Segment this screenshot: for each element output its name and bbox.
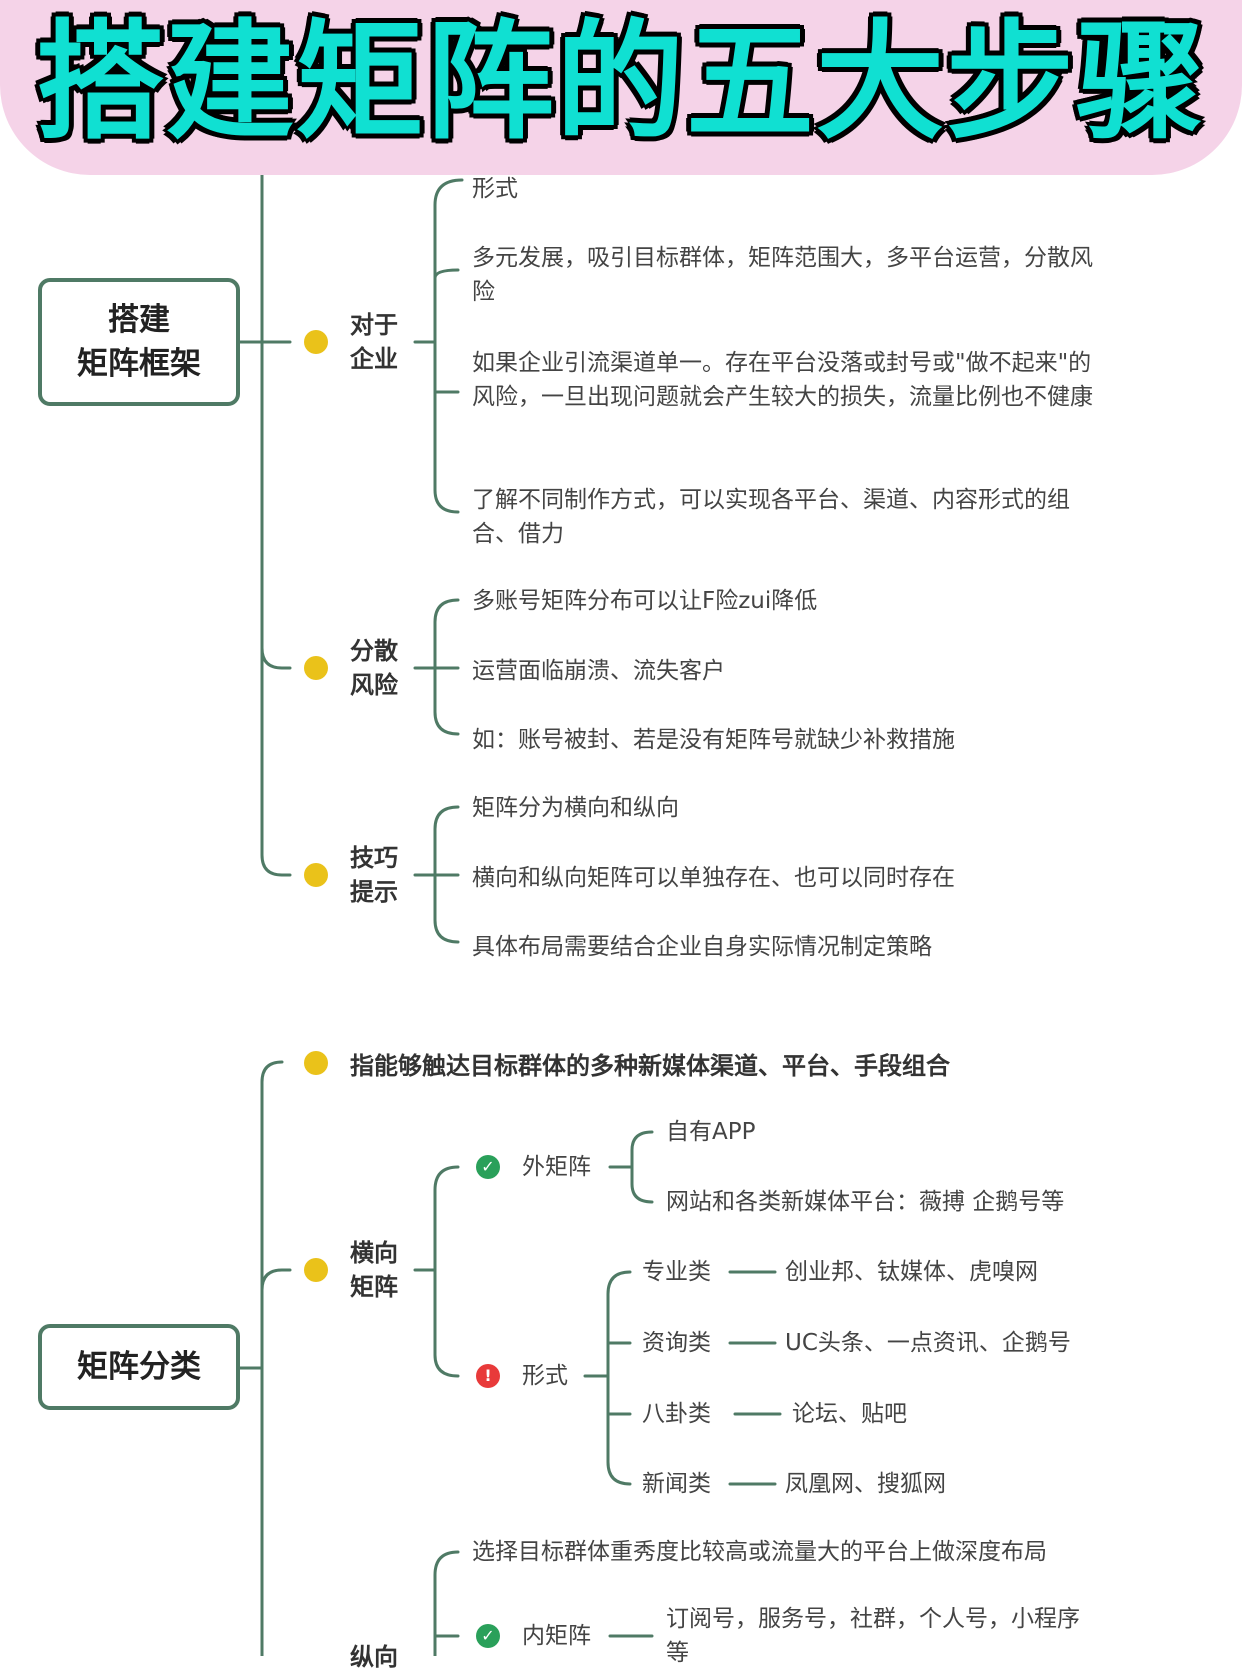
bullet-dot xyxy=(304,330,328,354)
form-type-3: 八卦类 xyxy=(642,1401,711,1427)
risk-item-3: 如：账号被封、若是没有矩阵号就缺少补救措施 xyxy=(472,727,955,753)
risk-item-1: 多账号矩阵分布可以让F险zui降低 xyxy=(472,588,818,614)
form-type-2: 资询类 xyxy=(642,1330,711,1356)
form-type-1: 专业类 xyxy=(642,1259,711,1285)
enterprise-item-1: 多元发展，吸引目标群体，矩阵范围大，多平台运营，分散风险 xyxy=(472,245,1093,305)
forms-label: 形式 xyxy=(522,1363,568,1389)
enterprise-item-3: 了解不同制作方式，可以实现各平台、渠道、内容形式的组合、借力 xyxy=(472,487,1070,547)
title-banner: 搭建矩阵的五大步骤 xyxy=(0,0,1242,175)
outer-matrix-label: 外矩阵 xyxy=(522,1154,591,1180)
exclamation-circle-icon: ! xyxy=(476,1364,500,1388)
branch-tips: 技巧 提示 xyxy=(350,844,398,906)
definition-text: 指能够触达目标群体的多种新媒体渠道、平台、手段组合 xyxy=(350,1052,950,1080)
branch-diversify-risk: 分散 风险 xyxy=(350,637,398,699)
outer-item-2: 网站和各类新媒体平台：薇搏 企鹅号等 xyxy=(666,1189,1065,1215)
root-node-build-framework: 搭建 矩阵框架 xyxy=(38,278,240,406)
check-circle-icon: ✓ xyxy=(476,1155,500,1179)
check-circle-icon: ✓ xyxy=(476,1624,500,1648)
banner-title: 搭建矩阵的五大步骤 xyxy=(35,8,1206,157)
tips-item-1: 矩阵分为横向和纵向 xyxy=(472,795,679,821)
risk-item-2: 运营面临崩溃、流失客户 xyxy=(472,658,725,684)
form-type-4: 新闻类 xyxy=(642,1471,711,1497)
tips-item-2: 横向和纵向矩阵可以单独存在、也可以同时存在 xyxy=(472,865,955,891)
enterprise-item-2: 如果企业引流渠道单一。存在平台没落或封号或"做不起来"的风险，一旦出现问题就会产… xyxy=(472,350,1093,410)
bullet-dot xyxy=(304,863,328,887)
inner-matrix-label: 内矩阵 xyxy=(522,1623,591,1649)
branch-horizontal-matrix: 横向 矩阵 xyxy=(350,1239,398,1301)
tips-item-3: 具体布局需要结合企业自身实际情况制定策略 xyxy=(472,934,932,960)
form-examples-2: UC头条、一点资讯、企鹅号 xyxy=(785,1330,1071,1356)
branch-enterprise: 对于 企业 xyxy=(350,311,398,373)
inner-matrix-text: 订阅号，服务号，社群，个人号，小程序等 xyxy=(666,1606,1080,1666)
root-node-matrix-classification: 矩阵分类 xyxy=(38,1324,240,1410)
form-examples-4: 凤凰网、搜狐网 xyxy=(785,1471,946,1497)
partial-top-text: 形式 xyxy=(472,176,518,202)
outer-item-1: 自有APP xyxy=(666,1119,756,1145)
bullet-dot xyxy=(304,1051,328,1075)
bullet-dot xyxy=(304,656,328,680)
form-examples-1: 创业邦、钛媒体、虎嗅网 xyxy=(785,1259,1038,1285)
vertical-item-1: 选择目标群体重秀度比较高或流量大的平台上做深度布局 xyxy=(472,1539,1047,1565)
branch-vertical-matrix: 纵向 xyxy=(350,1643,398,1671)
form-examples-3: 论坛、贴吧 xyxy=(792,1401,907,1427)
bullet-dot xyxy=(304,1258,328,1282)
